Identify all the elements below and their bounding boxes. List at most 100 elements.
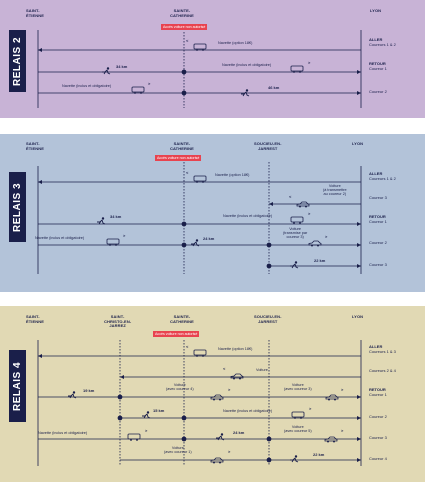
bus-icon [290, 211, 304, 229]
warning-badge: Accès voiture non autorisé [153, 331, 200, 337]
city-sainte-catherine: SAINTE- CATHERINE [170, 314, 194, 324]
navette-inclus-label: Navette (inclus et obligatoire) [35, 236, 85, 240]
aller-title: ALLER [369, 344, 383, 349]
chevron-left-icon: < [186, 344, 189, 349]
bus-icon [291, 406, 305, 424]
chevron-left-icon: < [289, 194, 292, 199]
runner-icon [289, 450, 299, 468]
city-soucieu-en-jarrest: SOUCIEU-EN- JARREST [254, 141, 282, 151]
retour-subtitle: Coureur 1 [369, 391, 387, 397]
distance-label: 15 km [153, 408, 165, 413]
retour-title: RETOUR [369, 214, 386, 219]
runner-icon [96, 212, 106, 230]
relais-3-panel: RELAIS 3 SAINT- ÉTIENNE SAINTE- CATHERIN… [0, 134, 425, 292]
navette-inclus-label: Navette (inclus et obligatoire) [62, 84, 112, 88]
navette-option-label: Navette (option 18€) [218, 41, 253, 45]
chevron-right-icon: > [148, 81, 151, 86]
voiture-coureur-1-label: Voiture (avec coureur 1) [164, 446, 192, 455]
relais-3-lines [37, 162, 362, 274]
runner-icon [67, 386, 77, 404]
coureur-4-label: Coureur 4 [369, 456, 387, 461]
city-sainte-catherine: SAINTE- CATHERINE [170, 8, 194, 18]
chevron-right-icon: > [308, 60, 311, 65]
distance-label: 22 km [313, 452, 325, 457]
navette-inclus-label: Navette (inclus et obligatoire) [38, 431, 88, 435]
voiture-transmettre-label: Voiture (à transmettre au coureur 2) [323, 184, 347, 197]
distance-label: 46 km [268, 85, 280, 90]
chevron-right-icon: > [325, 234, 328, 239]
distance-label: 34 km [110, 214, 122, 219]
chevron-right-icon: > [341, 428, 344, 433]
chevron-left-icon: < [186, 170, 189, 175]
runner-icon [190, 234, 200, 252]
city-lyon: LYON [370, 8, 382, 13]
bus-icon [290, 60, 304, 78]
distance-label: 22 km [314, 258, 326, 263]
distance-label: 24 km [233, 430, 245, 435]
relais-4-panel: RELAIS 4 SAINT- ÉTIENNE SAINT- CHRISTO-E… [0, 306, 425, 482]
car-icon [324, 430, 338, 448]
voiture-coureur-5-label: Voiture (avec coureur 5) [284, 425, 312, 434]
car-icon [325, 388, 339, 406]
chevron-left-icon: < [223, 366, 226, 371]
runner-icon [141, 406, 151, 424]
relais-4-lines [37, 340, 362, 466]
city-lyon: LYON [352, 141, 364, 146]
retour-subtitle: Coureur 1 [369, 218, 387, 224]
chevron-right-icon: > [308, 211, 311, 216]
chevron-right-icon: > [228, 387, 231, 392]
aller-subtitle: Coureurs 1 & 3 [369, 348, 396, 354]
navette-inclus-label: Navette (inclus et obligatoire) [223, 214, 273, 218]
city-sainte-catherine: SAINTE- CATHERINE [170, 141, 194, 151]
city-lyon: LYON [352, 314, 364, 319]
navette-inclus-label: Navette (inclus et obligatoire) [222, 63, 272, 67]
navette-inclus-label: Navette (inclus et obligatoire) [223, 409, 273, 413]
voiture-transmise-label: Voiture (transmise par coureur 3) [283, 227, 308, 240]
runner-icon [215, 428, 225, 446]
bus-icon [106, 233, 120, 251]
chevron-right-icon: > [123, 233, 126, 238]
car-icon [296, 195, 310, 213]
coureur-3-label: Coureur 3 [369, 435, 387, 440]
car-icon [230, 367, 244, 385]
city-saint-etienne: SAINT- ÉTIENNE [26, 8, 45, 18]
voiture-coureur-3-label: Voiture (avec coureur 3) [284, 383, 312, 392]
coureur-2-label: Coureur 2 [369, 89, 387, 94]
chevron-right-icon: > [341, 387, 344, 392]
aller-title: ALLER [369, 171, 383, 176]
navette-option-label: Navette (option 18€) [215, 173, 250, 177]
city-saint-etienne: SAINT- ÉTIENNE [26, 141, 45, 151]
car-icon [210, 388, 224, 406]
distance-label: 34 km [116, 64, 128, 69]
bus-icon [193, 170, 207, 188]
warning-badge: Accès voiture non autorisé [155, 155, 202, 161]
retour-title: RETOUR [369, 61, 386, 66]
city-saint-christo-en-jarrez: SAINT- CHRISTO-EN- JARREZ [104, 314, 132, 329]
coureur-3-label: Coureur 3 [369, 262, 387, 267]
runner-icon [289, 256, 299, 274]
warning-badge: Accès voiture non autorisé [161, 24, 208, 30]
bus-icon [193, 344, 207, 362]
chevron-right-icon: > [228, 449, 231, 454]
aller-title: ALLER [369, 37, 383, 42]
chevron-right-icon: > [145, 428, 148, 433]
city-soucieu-en-jarrest: SOUCIEU-EN- JARREST [254, 314, 282, 324]
voiture-coureur-4-label: Voiture (avec coureur 4) [166, 383, 194, 392]
relais-2-lines [37, 30, 362, 108]
bus-icon [127, 428, 141, 446]
aller-subtitle: Coureurs 1 & 2 [369, 41, 396, 47]
coureurs-2-4-label: Coureurs 2 & 4 [369, 368, 396, 373]
car-icon [210, 451, 224, 469]
coureur-2-label: Coureur 2 [369, 414, 387, 419]
voiture-label: Voiture [256, 368, 268, 372]
chevron-right-icon: > [309, 406, 312, 411]
bus-icon [193, 38, 207, 56]
runner-icon [240, 84, 250, 102]
distance-label: 24 km [203, 236, 215, 241]
retour-subtitle: Coureur 1 [369, 65, 387, 71]
